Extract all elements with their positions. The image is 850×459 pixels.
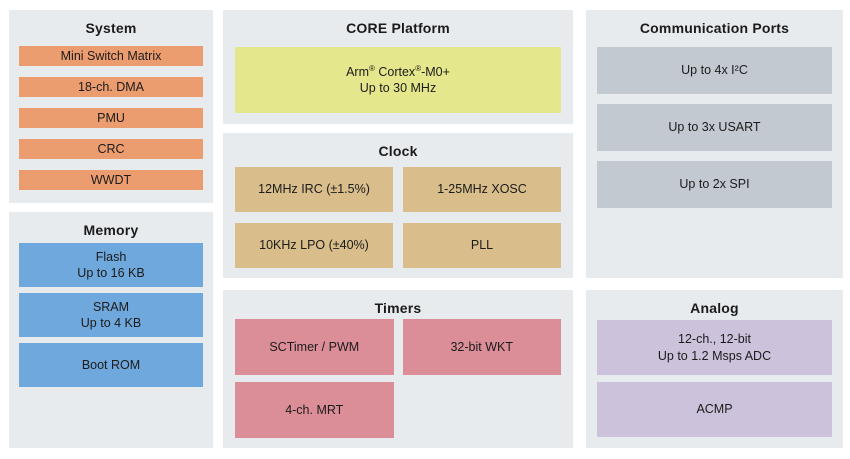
left-column: System Mini Switch Matrix 18-ch. DMA PMU… [9,10,213,448]
comm-blocks: Up to 4x I²C Up to 3x USART Up to 2x SPI [586,47,843,208]
analog-blocks: 12-ch., 12-bit Up to 1.2 Msps ADC ACMP [586,320,843,437]
memory-blocks: Flash Up to 16 KB SRAM Up to 4 KB Boot R… [9,243,213,387]
timers-blocks: SCTimer / PWM 32-bit WKT 4-ch. MRT [223,319,573,438]
right-column: Communication Ports Up to 4x I²C Up to 3… [586,10,843,448]
block-flash-line1: Flash [95,249,127,264]
block-irc: 12MHz IRC (±1.5%) [235,167,393,212]
system-blocks: Mini Switch Matrix 18-ch. DMA PMU CRC WW… [9,46,213,190]
panel-clock-title: Clock [378,143,418,159]
panel-analog: Analog 12-ch., 12-bit Up to 1.2 Msps ADC… [586,290,843,448]
block-crc: CRC [19,139,203,159]
core-blocks: Arm® Cortex®-M0+ Up to 30 MHz [223,47,573,113]
clock-blocks: 12MHz IRC (±1.5%) 1-25MHz XOSC 10KHz LPO… [223,167,573,268]
panel-comm-title: Communication Ports [639,20,790,36]
panel-system-title: System [85,20,137,36]
block-lpo: 10KHz LPO (±40%) [235,223,393,268]
panel-core-platform: CORE Platform Arm® Cortex®-M0+ Up to 30 … [223,10,573,124]
block-dma: 18-ch. DMA [19,77,203,97]
block-pll: PLL [403,223,561,268]
block-mini-switch-matrix: Mini Switch Matrix [19,46,203,66]
block-i2c: Up to 4x I²C [597,47,832,94]
block-adc: 12-ch., 12-bit Up to 1.2 Msps ADC [597,320,832,375]
block-wwdt: WWDT [19,170,203,190]
block-cortex-m0plus-speed: Up to 30 MHz [359,81,437,95]
block-adc-line2: Up to 1.2 Msps ADC [657,348,772,363]
block-adc-line1: 12-ch., 12-bit [678,332,751,346]
block-sram: SRAM Up to 4 KB [19,293,203,337]
block-sram-line2: Up to 4 KB [80,316,142,330]
block-acmp-line1: ACMP [696,402,733,417]
panel-memory: Memory Flash Up to 16 KB SRAM Up to 4 KB… [9,212,213,448]
panel-memory-title: Memory [83,222,139,238]
block-acmp: ACMP [597,382,832,437]
block-sctimer-pwm: SCTimer / PWM [235,319,394,375]
panel-clock: Clock 12MHz IRC (±1.5%) 1-25MHz XOSC 10K… [223,133,573,278]
block-cortex-m0plus-name: Arm® Cortex®-M0+ [346,63,450,79]
panel-core-title: CORE Platform [346,20,450,36]
block-usart: Up to 3x USART [597,104,832,151]
panel-timers: Timers SCTimer / PWM 32-bit WKT 4-ch. MR… [223,290,573,448]
panel-communication-ports: Communication Ports Up to 4x I²C Up to 3… [586,10,843,278]
registered-mark: ® [415,63,422,73]
block-sram-line1: SRAM [92,299,130,314]
block-mrt: 4-ch. MRT [235,382,394,438]
panel-system: System Mini Switch Matrix 18-ch. DMA PMU… [9,10,213,203]
block-pmu: PMU [19,108,203,128]
registered-mark: ® [368,63,375,73]
block-boot-rom: Boot ROM [19,343,203,387]
panel-timers-title: Timers [374,300,422,316]
block-cortex-m0plus: Arm® Cortex®-M0+ Up to 30 MHz [235,47,561,113]
block-xosc: 1-25MHz XOSC [403,167,561,212]
block-wkt: 32-bit WKT [402,319,561,375]
block-boot-rom-line1: Boot ROM [81,357,141,372]
block-flash: Flash Up to 16 KB [19,243,203,287]
block-flash-line2: Up to 16 KB [77,266,145,280]
panel-analog-title: Analog [690,300,739,316]
block-spi: Up to 2x SPI [597,161,832,208]
middle-column: CORE Platform Arm® Cortex®-M0+ Up to 30 … [223,10,573,448]
